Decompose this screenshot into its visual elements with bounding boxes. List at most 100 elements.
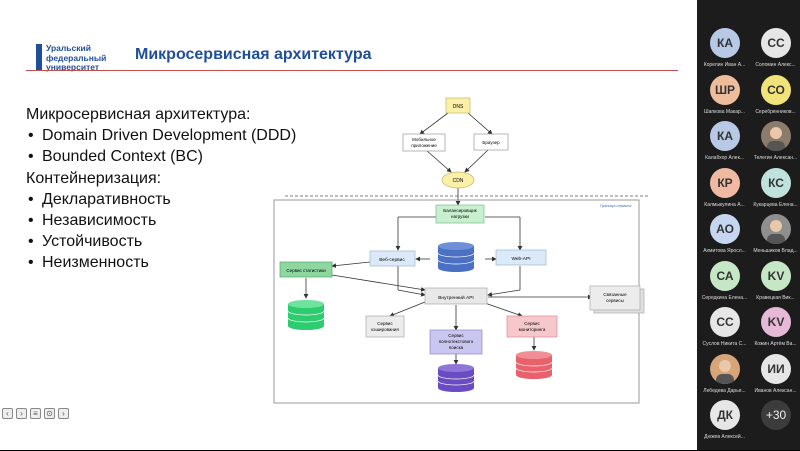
service-boundary-label: Граница сервиса bbox=[600, 203, 632, 208]
monitoring-database-icon bbox=[515, 351, 553, 379]
svg-text:Внутренний API: Внутренний API bbox=[438, 294, 474, 301]
cdn-node bbox=[441, 171, 475, 189]
participant-name: Кукарцева Елена... bbox=[753, 201, 798, 208]
participant-avatar: АО bbox=[710, 214, 740, 244]
participant-tile[interactable]: Телегин Алексан... bbox=[750, 120, 800, 172]
participant-avatar: КА bbox=[710, 121, 740, 151]
slide-controls: ‹ › ≡ ⊙ › bbox=[2, 408, 69, 419]
svg-text:кэширования: кэширования bbox=[371, 327, 399, 332]
participant-tile[interactable]: Лебедева Дарья... bbox=[699, 353, 750, 405]
svg-text:Мобильное: Мобильное bbox=[412, 137, 436, 142]
architecture-diagram: Граница сервиса DNS Мобильное приложение… bbox=[273, 97, 650, 404]
presentation-slide: Уральский федеральный университет Микрос… bbox=[0, 0, 697, 450]
more-participants-button[interactable]: +30 bbox=[750, 399, 800, 451]
participant-tile[interactable]: СС Суслов Никита С... bbox=[699, 306, 750, 358]
svg-text:Связанные: Связанные bbox=[603, 292, 627, 297]
participant-avatar: КС bbox=[761, 167, 791, 198]
participant-name: Дюжев Алексей... bbox=[704, 434, 745, 440]
internal-api-node bbox=[424, 287, 488, 305]
search-service-node bbox=[429, 329, 483, 355]
title-divider bbox=[26, 70, 678, 71]
fit-icon[interactable]: ⊙ bbox=[44, 408, 55, 419]
university-logo bbox=[36, 44, 42, 70]
participant-avatar: KV bbox=[761, 260, 791, 291]
participant-name: Калабхор Алек... bbox=[705, 155, 744, 161]
participant-name: Шапкова Макар... bbox=[704, 108, 745, 115]
participant-name: Калмыкулина А... bbox=[704, 201, 745, 208]
bullet-item: Декларативность bbox=[26, 189, 296, 210]
web-api-node bbox=[495, 249, 547, 266]
forward-icon[interactable]: › bbox=[16, 408, 27, 419]
central-database-icon bbox=[437, 242, 475, 272]
bullet-item: Устойчивость bbox=[26, 231, 296, 252]
svg-text:поиска: поиска bbox=[449, 345, 464, 350]
participant-tile[interactable]: СС Соломин Алекс... bbox=[750, 27, 800, 79]
bullet-item: Микросервисная архитектура: bbox=[26, 106, 251, 123]
dns-node bbox=[445, 97, 471, 114]
diagram-arrows bbox=[303, 112, 593, 365]
back-icon[interactable]: ‹ bbox=[2, 408, 13, 419]
svg-text:нагрузки: нагрузки bbox=[451, 214, 469, 219]
participant-tile[interactable]: Меньшиков Влад... bbox=[750, 213, 800, 265]
participant-avatar: КА bbox=[710, 28, 740, 58]
svg-text:Сервис статистики: Сервис статистики bbox=[286, 268, 326, 273]
slide-title: Микросервисная архитектура bbox=[135, 46, 372, 63]
svg-text:Сервис: Сервис bbox=[524, 321, 540, 326]
web-service-node bbox=[369, 250, 416, 267]
svg-text:Сервис: Сервис bbox=[448, 333, 464, 338]
svg-text:CDN: CDN bbox=[453, 178, 464, 184]
participant-photo bbox=[761, 214, 791, 244]
participant-avatar: СС bbox=[761, 28, 791, 58]
bullet-item: Контейнеризация: bbox=[26, 169, 162, 187]
cache-service-node bbox=[365, 315, 405, 338]
browser-node bbox=[473, 133, 509, 151]
svg-text:сервисы: сервисы bbox=[606, 298, 624, 303]
participant-tile[interactable]: KV Кожин Артём Ва... bbox=[750, 306, 800, 358]
participant-tile[interactable]: КА Калабхор Алек... bbox=[699, 120, 750, 172]
participant-avatar: СА bbox=[710, 260, 740, 291]
participant-name: Серебрянников... bbox=[755, 108, 796, 115]
search-database-icon bbox=[437, 364, 475, 392]
participant-avatar: СС bbox=[710, 307, 740, 337]
participant-avatar: ШР bbox=[710, 74, 740, 105]
bullet-item: Неизменность bbox=[26, 252, 296, 273]
captions-icon[interactable]: ≡ bbox=[30, 408, 41, 419]
participant-photo bbox=[761, 121, 791, 151]
svg-text:Сервис: Сервис bbox=[377, 321, 393, 326]
participant-name: Соломин Алекс... bbox=[755, 62, 796, 68]
svg-text:полнотекстового: полнотекстового bbox=[439, 339, 474, 344]
participant-tile[interactable]: ШР Шапкова Макар... bbox=[699, 74, 750, 126]
participant-tile[interactable]: АО Ахмитова Яросл... bbox=[699, 213, 750, 265]
forward-slide-icon[interactable]: › bbox=[58, 408, 69, 419]
participant-name: Меньшиков Влад... bbox=[753, 248, 798, 254]
participant-avatar: ИИ bbox=[761, 353, 791, 384]
participant-tile[interactable]: КС Кукарцева Елена... bbox=[750, 167, 800, 219]
bullet-item: Независимость bbox=[26, 210, 296, 231]
participant-name: Ахмитова Яросл... bbox=[703, 248, 746, 254]
monitoring-service-node bbox=[506, 315, 558, 338]
participant-tile[interactable]: КР Калмыкулина А... bbox=[699, 167, 750, 219]
stats-database-icon bbox=[287, 300, 325, 330]
participant-name: Суслов Никита С... bbox=[702, 341, 747, 347]
university-name: Уральский федеральный университет bbox=[46, 43, 107, 72]
svg-text:Балансировщик: Балансировщик bbox=[443, 208, 476, 213]
participant-tile[interactable]: СА Середкина Елена... bbox=[699, 260, 750, 312]
participant-name: Телегин Алексан... bbox=[753, 155, 798, 161]
participant-name: Кожин Артём Ва... bbox=[754, 341, 797, 347]
participant-name: Середкина Елена... bbox=[701, 294, 748, 301]
participant-tile[interactable]: KV Кравецкая Вик... bbox=[750, 260, 800, 312]
participant-avatar: КР bbox=[710, 167, 740, 198]
svg-text:мониторинга: мониторинга bbox=[519, 327, 546, 332]
participant-name: Кравецкая Вик... bbox=[756, 294, 795, 301]
svg-text:Web-API: Web-API bbox=[511, 256, 530, 262]
participant-avatar: KV bbox=[761, 307, 791, 337]
bullet-item: Domain Driven Development (DDD) bbox=[26, 125, 296, 146]
participant-name: Лебедева Дарья... bbox=[703, 387, 746, 394]
load-balancer-node bbox=[435, 204, 485, 224]
mobile-app-node bbox=[402, 133, 446, 152]
